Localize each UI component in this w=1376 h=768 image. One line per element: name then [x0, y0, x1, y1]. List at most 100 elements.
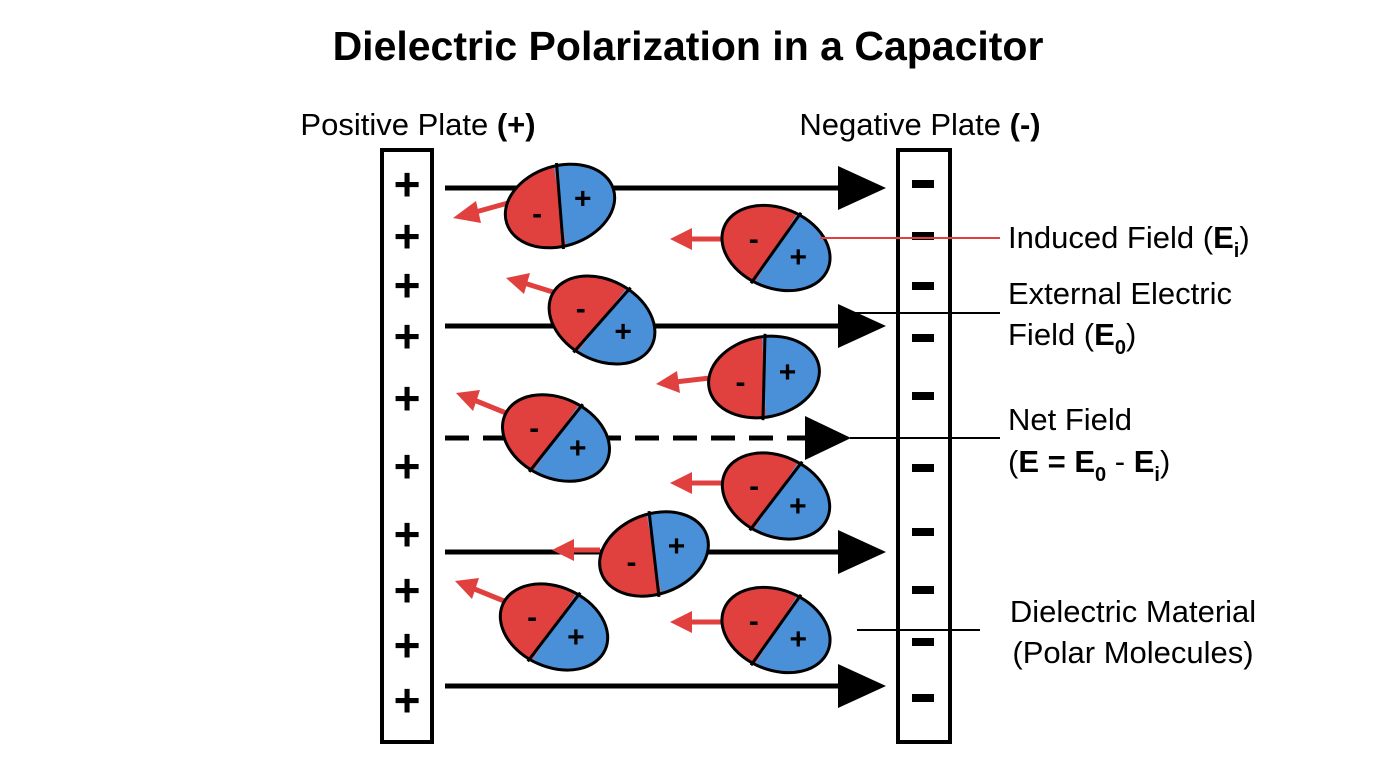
external-field-callout-line1: External Electric	[1008, 276, 1232, 311]
positive-charge-mark: +	[394, 508, 421, 560]
negative-plate-label: Negative Plate (-)	[799, 107, 1040, 142]
dielectric-callout-line1: Dielectric Material	[1010, 594, 1256, 629]
negative-charge-mark	[912, 464, 934, 472]
induced-field-subscript: i	[1234, 240, 1240, 262]
molecule-positive-sign: +	[789, 623, 807, 656]
molecule-divider	[647, 510, 661, 598]
negative-charge-mark	[912, 232, 934, 240]
molecule-positive-sign: +	[779, 356, 797, 389]
molecule-outline	[707, 334, 821, 420]
positive-charge-mark: +	[394, 564, 421, 616]
induced-field-text: Induced Field (	[1008, 220, 1214, 255]
net-field-lhs: E	[1018, 444, 1039, 479]
molecule-positive-sign: +	[668, 530, 686, 563]
net-field-minus: -	[1106, 444, 1134, 479]
external-field-close: )	[1126, 317, 1136, 352]
molecule-positive-sign: +	[569, 432, 587, 465]
net-field-e0-sub: 0	[1095, 464, 1106, 486]
molecule-outline	[501, 393, 611, 483]
induced-field-arrow	[506, 273, 557, 296]
molecule-positive-sign: +	[789, 241, 807, 274]
external-field-line	[445, 304, 886, 348]
negative-charge-mark	[912, 392, 934, 400]
induced-field-arrow	[670, 228, 726, 250]
molecule-divider	[572, 286, 632, 354]
induced-field-arrow	[656, 371, 711, 393]
induced-field-arrows	[453, 200, 726, 633]
negative-plate-label-text: Negative Plate	[799, 107, 1009, 142]
molecule-divider	[749, 593, 803, 667]
molecule-divider	[526, 591, 582, 663]
positive-plate-label-text: Positive Plate	[300, 107, 496, 142]
molecule-negative-sign: -	[527, 601, 537, 634]
induced-field-arrow	[552, 539, 600, 561]
positive-plate-label: Positive Plate (+)	[300, 107, 535, 142]
negative-plate-label-sign: (-)	[1010, 107, 1041, 142]
negative-charge-mark	[912, 528, 934, 536]
molecule-divider	[748, 460, 804, 532]
molecule-divider	[528, 403, 584, 473]
induced-field-arrow	[670, 472, 724, 494]
induced-field-arrow	[670, 611, 724, 633]
molecule-negative-sign: -	[749, 223, 759, 256]
molecule-positive-sign: +	[574, 183, 592, 216]
molecule-negative-sign: -	[626, 546, 636, 579]
negative-charge-mark	[912, 180, 934, 188]
dielectric-callout-line2: (Polar Molecules)	[1012, 635, 1253, 670]
molecule-negative-sign: -	[749, 605, 759, 638]
molecule-negative-sign: -	[532, 197, 542, 230]
positive-charge-mark: +	[394, 158, 421, 210]
negative-plate-marks	[912, 180, 934, 702]
molecule-negative-sign: -	[736, 366, 746, 399]
diagram-title: Dielectric Polarization in a Capacitor	[333, 23, 1044, 69]
net-field-callout-line2: (E = E0 - Ei)	[1008, 444, 1170, 486]
induced-field-callout: Induced Field (Ei)	[1008, 220, 1250, 262]
molecule-divider	[555, 162, 565, 250]
molecule-negative-sign: -	[576, 293, 586, 326]
molecule-outline	[547, 274, 657, 366]
external-field-line	[445, 166, 886, 210]
positive-charge-mark: +	[394, 440, 421, 492]
positive-plate-label-sign: (+)	[497, 107, 536, 142]
molecule-negative-sign: -	[529, 412, 539, 445]
external-field-callout-line2: Field (E0)	[1008, 317, 1136, 359]
net-field-e0: E	[1074, 444, 1095, 479]
net-field-callout-line1: Net Field	[1008, 402, 1132, 437]
positive-charge-mark: +	[394, 619, 421, 671]
molecule-outline	[598, 510, 710, 598]
positive-plate-marks: ++++++++++	[394, 158, 421, 726]
molecule-positive-sign: +	[567, 621, 585, 654]
induced-field-close: )	[1239, 220, 1249, 255]
positive-charge-mark: +	[394, 210, 421, 262]
molecule-positive-sign: +	[789, 490, 807, 523]
molecule-outline	[498, 582, 610, 672]
negative-charge-mark	[912, 282, 934, 290]
molecule-negative-sign: -	[749, 470, 759, 503]
negative-charge-mark	[912, 334, 934, 342]
net-field-close: )	[1160, 444, 1170, 479]
molecule-outline	[720, 451, 832, 541]
negative-charge-mark	[912, 638, 934, 646]
positive-charge-mark: +	[394, 310, 421, 362]
positive-charge-mark: +	[394, 372, 421, 424]
induced-field-symbol: E	[1213, 220, 1234, 255]
external-field-line	[445, 664, 886, 708]
negative-charge-mark	[912, 586, 934, 594]
positive-charge-mark: +	[394, 674, 421, 726]
net-field-open: (	[1008, 444, 1019, 479]
net-field-ei-sub: i	[1154, 464, 1160, 486]
molecule-outline	[720, 203, 832, 293]
molecule-positive-sign: +	[614, 315, 632, 348]
induced-field-arrow	[456, 390, 507, 416]
negative-charge-mark	[912, 694, 934, 702]
molecule-divider	[749, 211, 803, 285]
external-field-symbol: E	[1094, 317, 1115, 352]
external-field-text: Field (	[1008, 317, 1095, 352]
molecule-outline	[503, 162, 617, 250]
external-field-subscript: 0	[1115, 337, 1126, 359]
positive-charge-mark: +	[394, 259, 421, 311]
positive-plate	[380, 148, 434, 744]
net-field-equals: =	[1039, 444, 1074, 479]
induced-field-arrow	[453, 200, 509, 223]
